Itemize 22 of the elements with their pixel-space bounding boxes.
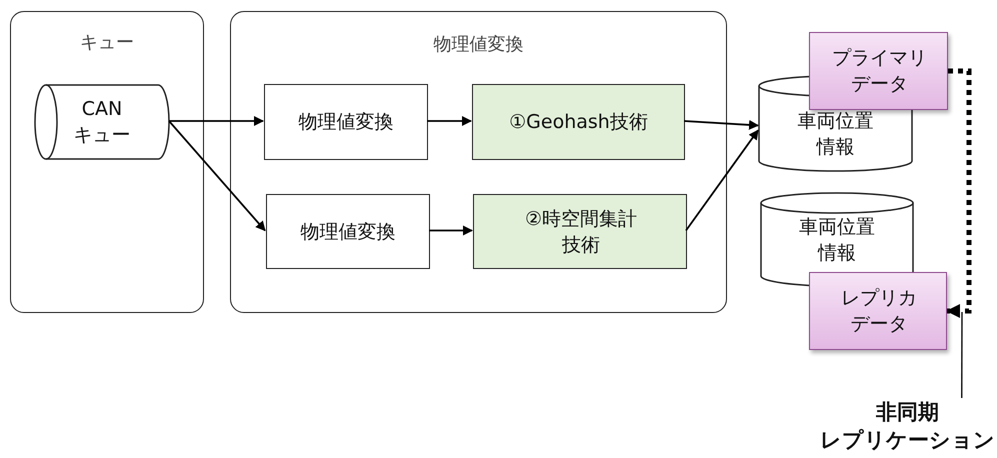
node-label: 車両位置情報: [798, 215, 876, 266]
panel-title: キュー: [79, 31, 135, 55]
data-box: プライマリデータ: [809, 32, 948, 110]
process-box: ②時空間集計技術: [473, 194, 687, 269]
annotation-text: 非同期レプリケーション: [820, 399, 995, 454]
group-panel: [10, 11, 204, 313]
process-box: 物理値変換: [264, 84, 428, 160]
arrow: [169, 116, 264, 126]
leader-line: [961, 312, 963, 398]
arrow: [427, 116, 472, 126]
dotted-arrow: [946, 68, 972, 318]
node-label: 車両位置情報: [796, 109, 874, 160]
arrow: [168, 120, 266, 232]
arrow: [684, 120, 759, 130]
node-label: CANキュー: [72, 97, 132, 148]
panel-title: 物理値変換: [432, 33, 524, 57]
process-box: ①Geohash技術: [472, 84, 685, 160]
data-box: レプリカデータ: [809, 272, 947, 350]
group-panel: [230, 11, 727, 313]
arrow: [685, 129, 759, 232]
process-box: 物理値変換: [266, 194, 430, 269]
arrow: [429, 226, 473, 236]
